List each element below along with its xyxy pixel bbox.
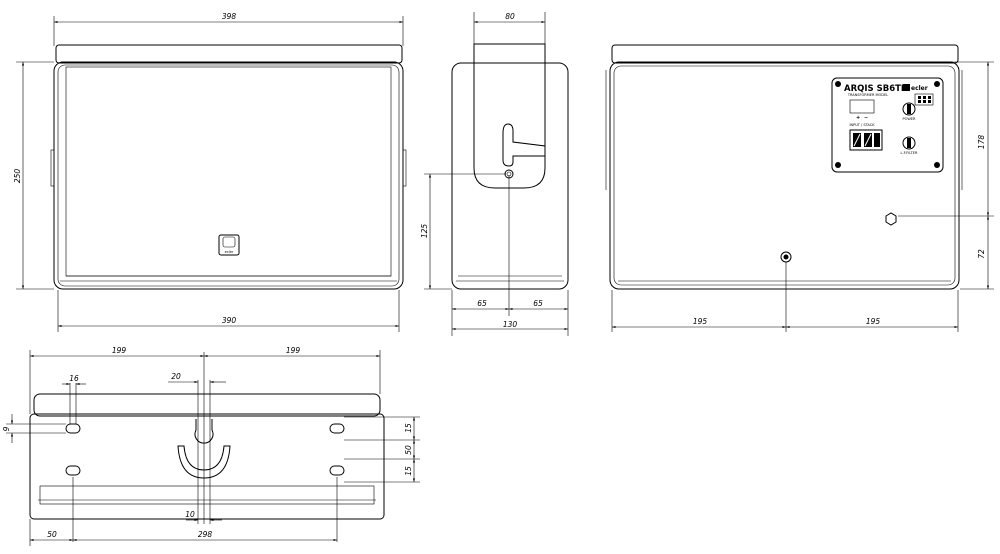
front-view: ecler 398 250 390 (13, 12, 407, 332)
panel-input-label: INPUT / STACK (849, 123, 875, 127)
panel-screw-icon (934, 162, 940, 168)
rear-view: ARQIS SB6TI ecler TRANSFORMER MODEL + − … (605, 44, 994, 332)
bracket-view: 199 199 16 20 9 15 50 15 10 50 (2, 346, 420, 546)
dim-bracket-bottom-left: 50 (47, 530, 57, 539)
dim-bracket-top-right: 199 (286, 346, 301, 355)
mounting-slot-icon (65, 465, 81, 476)
dim-side-left-offset: 65 (477, 299, 487, 308)
power-selector-knob-icon (902, 102, 916, 116)
panel-screw-icon (835, 81, 841, 87)
panel-screw-icon (934, 81, 940, 87)
dim-rear-bottom-right: 195 (866, 317, 881, 326)
rear-connection-panel: ARQIS SB6TI ecler TRANSFORMER MODEL + − … (831, 77, 944, 173)
dim-side-right-offset: 65 (533, 299, 543, 308)
panel-dip-switch-icon (914, 93, 934, 106)
lf-filter-knob-icon (902, 136, 916, 150)
dim-bracket-keyhole-width: 20 (171, 372, 181, 381)
dim-front-height: 250 (13, 169, 22, 184)
panel-screw-icon (835, 162, 841, 168)
panel-lf-filter-label: L.F.FILTER (901, 151, 918, 155)
dim-side-height: 125 (420, 224, 429, 239)
dim-bracket-edge: 9 (2, 426, 11, 431)
panel-plus-sign: + (856, 115, 860, 121)
dim-rear-lower: 72 (977, 249, 986, 259)
panel-subtitle: TRANSFORMER MODEL (847, 93, 888, 97)
side-view: 80 125 65 65 130 (420, 12, 569, 336)
dim-bracket-top-left: 199 (112, 346, 127, 355)
panel-display-window (849, 99, 875, 114)
dim-side-bracket-width: 80 (505, 12, 515, 21)
dim-bracket-right-1: 15 (404, 423, 413, 433)
rear-hex-nut-icon (885, 212, 897, 226)
dim-bracket-slot-width: 16 (69, 374, 79, 383)
front-logo-text: ecler (225, 250, 234, 254)
panel-brand-name: ecler (911, 85, 928, 92)
ecler-logo-badge: ecler (218, 234, 240, 256)
panel-minus-sign: − (864, 115, 868, 121)
mounting-slot-icon (329, 465, 345, 476)
panel-power-label: POWER (903, 117, 917, 121)
panel-brand-logo-icon (903, 84, 910, 91)
mounting-slot-icon (329, 423, 345, 434)
mounting-slot-icon (65, 423, 81, 434)
input-terminal-block-icon (849, 129, 883, 151)
dim-side-depth: 130 (503, 320, 518, 329)
dim-front-width-top: 398 (222, 12, 237, 21)
dim-front-width-bottom: 390 (222, 316, 237, 325)
dim-bracket-center: 10 (185, 510, 195, 519)
dim-bracket-bottom-span: 298 (198, 530, 213, 539)
dim-bracket-right-3: 15 (404, 466, 413, 476)
dim-rear-bottom-left: 195 (693, 317, 708, 326)
panel-model-name: ARQIS SB6TI (844, 84, 904, 94)
dim-bracket-right-2: 50 (404, 445, 413, 455)
dim-rear-upper: 178 (977, 135, 986, 150)
